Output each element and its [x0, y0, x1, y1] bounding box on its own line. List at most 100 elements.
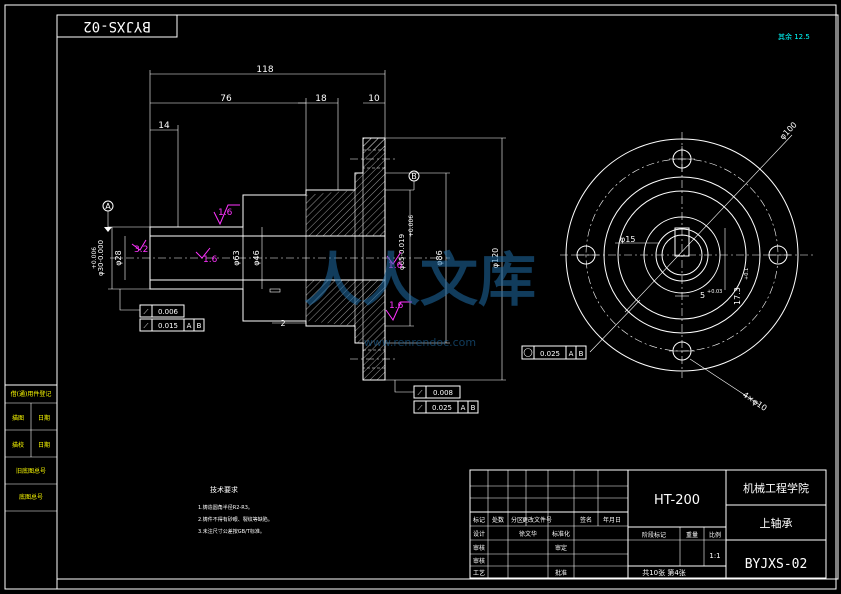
tech-item-2: 2.铸件不得有砂眼、裂纹等缺陷。	[198, 516, 273, 523]
dim-dia30-tol: +0.006	[91, 247, 98, 269]
svg-text:审定: 审定	[555, 544, 567, 552]
svg-text:批准: 批准	[555, 569, 567, 577]
panel-row-registry: 借(通)用件登记	[11, 390, 52, 398]
svg-text:比例: 比例	[709, 531, 721, 539]
svg-text:年月日: 年月日	[603, 516, 621, 524]
svg-text:更改文件号: 更改文件号	[522, 516, 552, 524]
dim-dia120: φ120	[491, 248, 500, 269]
svg-text:重量: 重量	[686, 531, 698, 539]
svg-text:标记: 标记	[473, 516, 485, 524]
dim-dia63: φ63	[232, 250, 241, 265]
svg-text:⟋: ⟋	[418, 389, 423, 397]
dim-key-5: 5	[700, 291, 705, 300]
dim-key-5-tol: +0.03	[707, 289, 722, 295]
tol-left-bottom: 0.015	[158, 322, 178, 330]
dim-76: 76	[220, 94, 232, 104]
rotated-number-box	[56, 14, 178, 38]
dim-dia46: φ46	[252, 250, 261, 265]
datum-b: B	[408, 170, 420, 190]
dim-key-17: 17.3	[733, 287, 742, 305]
panel-row-date2: 日期	[38, 441, 50, 449]
inner-frame	[56, 14, 839, 580]
dim-holes: 4×φ10	[741, 390, 769, 413]
tol-mid-top: 0.008	[433, 389, 453, 397]
roughness-other-label: 其余 12.5	[778, 32, 810, 41]
svg-text:审核: 审核	[473, 544, 485, 552]
panel-row-check: 描校	[12, 441, 24, 449]
tech-item-1: 1.铸造圆角半径R2-R3。	[198, 504, 253, 511]
rotated-drawing-number: BYJXS-02	[83, 18, 150, 34]
title-block: 标记 处数 分区 更改文件号 签名 年月日 设计 徐文华 审核 审核 工艺 标准…	[469, 469, 827, 579]
drawing-number-label: BYJXS-02	[745, 557, 808, 572]
dim-18: 18	[315, 94, 327, 104]
section-view	[110, 137, 450, 381]
dim-dia86: φ86	[435, 250, 444, 265]
part-name-label: 上轴承	[760, 516, 793, 530]
svg-text:A: A	[461, 404, 466, 412]
tolerance-right: 0.025 A B	[521, 299, 641, 360]
dim-dia15: φ15	[620, 235, 635, 244]
panel-row-tracing: 描图	[12, 414, 24, 422]
svg-text:阶段标记: 阶段标记	[642, 531, 666, 539]
svg-text:B: B	[471, 404, 476, 412]
watermark: 人人文库 www.renrendoc.com	[304, 246, 536, 349]
sheets-label: 共10张 第4张	[642, 568, 686, 577]
svg-text:⟋: ⟋	[144, 322, 149, 330]
svg-text:A: A	[187, 322, 192, 330]
svg-text:工艺: 工艺	[473, 569, 485, 577]
svg-text:处数: 处数	[492, 516, 504, 524]
tech-item-3: 3.未注尺寸公差按GB/T标准。	[198, 528, 265, 535]
panel-row-old-number: 旧底图总号	[16, 467, 46, 475]
dim-dia65-tol: +0.006	[408, 215, 415, 237]
svg-text:⟋: ⟋	[418, 404, 423, 412]
datum-a: A	[102, 200, 114, 232]
roughness-1: 1.6	[218, 208, 233, 218]
tol-right: 0.025	[540, 350, 560, 358]
diameter-dimensions: φ30-0.000 +0.006 φ28 φ63 φ46 φ65-0.019 +…	[91, 137, 506, 381]
svg-text:A: A	[105, 202, 111, 211]
svg-text:B: B	[411, 172, 417, 181]
svg-text:签名: 签名	[580, 516, 592, 524]
watermark-url: www.renrendoc.com	[364, 336, 476, 349]
panel-row-date1: 日期	[38, 414, 50, 422]
tol-left-top: 0.006	[158, 308, 179, 316]
svg-text:A: A	[569, 350, 574, 358]
svg-text:设计: 设计	[473, 530, 485, 538]
tolerance-middle: ⟋ 0.008 ⟋ 0.025 A B	[394, 380, 479, 414]
roughness-2: 1.6	[203, 255, 218, 265]
svg-text:⟋: ⟋	[144, 308, 149, 316]
dim-key-17-tol: +0.1	[744, 268, 750, 280]
tol-mid-bottom: 0.025	[432, 404, 452, 412]
svg-text:标准化: 标准化	[552, 530, 570, 538]
dim-14: 14	[158, 121, 170, 131]
tolerance-left: ⟋ 0.006 ⟋ 0.015 A B	[119, 289, 205, 332]
svg-text:分区: 分区	[511, 516, 523, 524]
tech-requirements: 技术要求 1.铸造圆角半径R2-R3。 2.铸件不得有砂眼、裂纹等缺陷。 3.未…	[198, 485, 273, 535]
roughness-3: 1.6	[389, 301, 404, 311]
watermark-text: 人人文库	[304, 246, 536, 314]
roughness-5: 3.2	[134, 245, 148, 255]
dim-dia28: φ28	[114, 250, 123, 265]
tech-title: 技术要求	[210, 485, 238, 494]
panel-row-base-number: 底图总号	[19, 493, 43, 501]
dim-10: 10	[368, 94, 380, 104]
top-dimensions: 118 76 18 10 14 2	[149, 65, 386, 328]
outer-frame	[4, 4, 837, 590]
scale-value: 1:1	[709, 552, 720, 560]
svg-text:审核: 审核	[473, 557, 485, 565]
dim-dia30: φ30-0.000	[97, 240, 105, 276]
side-view: φ100 φ15 5 +0.03 17.3 +0.1 4×φ10	[560, 120, 815, 413]
school-label: 机械工程学院	[743, 481, 809, 495]
dim-dia100: φ100	[778, 120, 799, 141]
left-side-panel: 借(通)用件登记 描图 日期 描校 日期 旧底图总号 底图总号	[4, 384, 58, 590]
dim-2: 2	[280, 319, 285, 328]
roughness-4: 1.6	[388, 261, 403, 271]
svg-text:徐文华: 徐文华	[519, 530, 537, 538]
svg-text:B: B	[197, 322, 202, 330]
roughness-symbols: 1.6 1.6 1.6 1.6 3.2	[131, 204, 412, 322]
material-label: HT-200	[654, 493, 700, 508]
dim-118: 118	[256, 65, 273, 75]
dim-dia65: φ65-0.019	[398, 234, 406, 270]
svg-text:B: B	[579, 350, 584, 358]
